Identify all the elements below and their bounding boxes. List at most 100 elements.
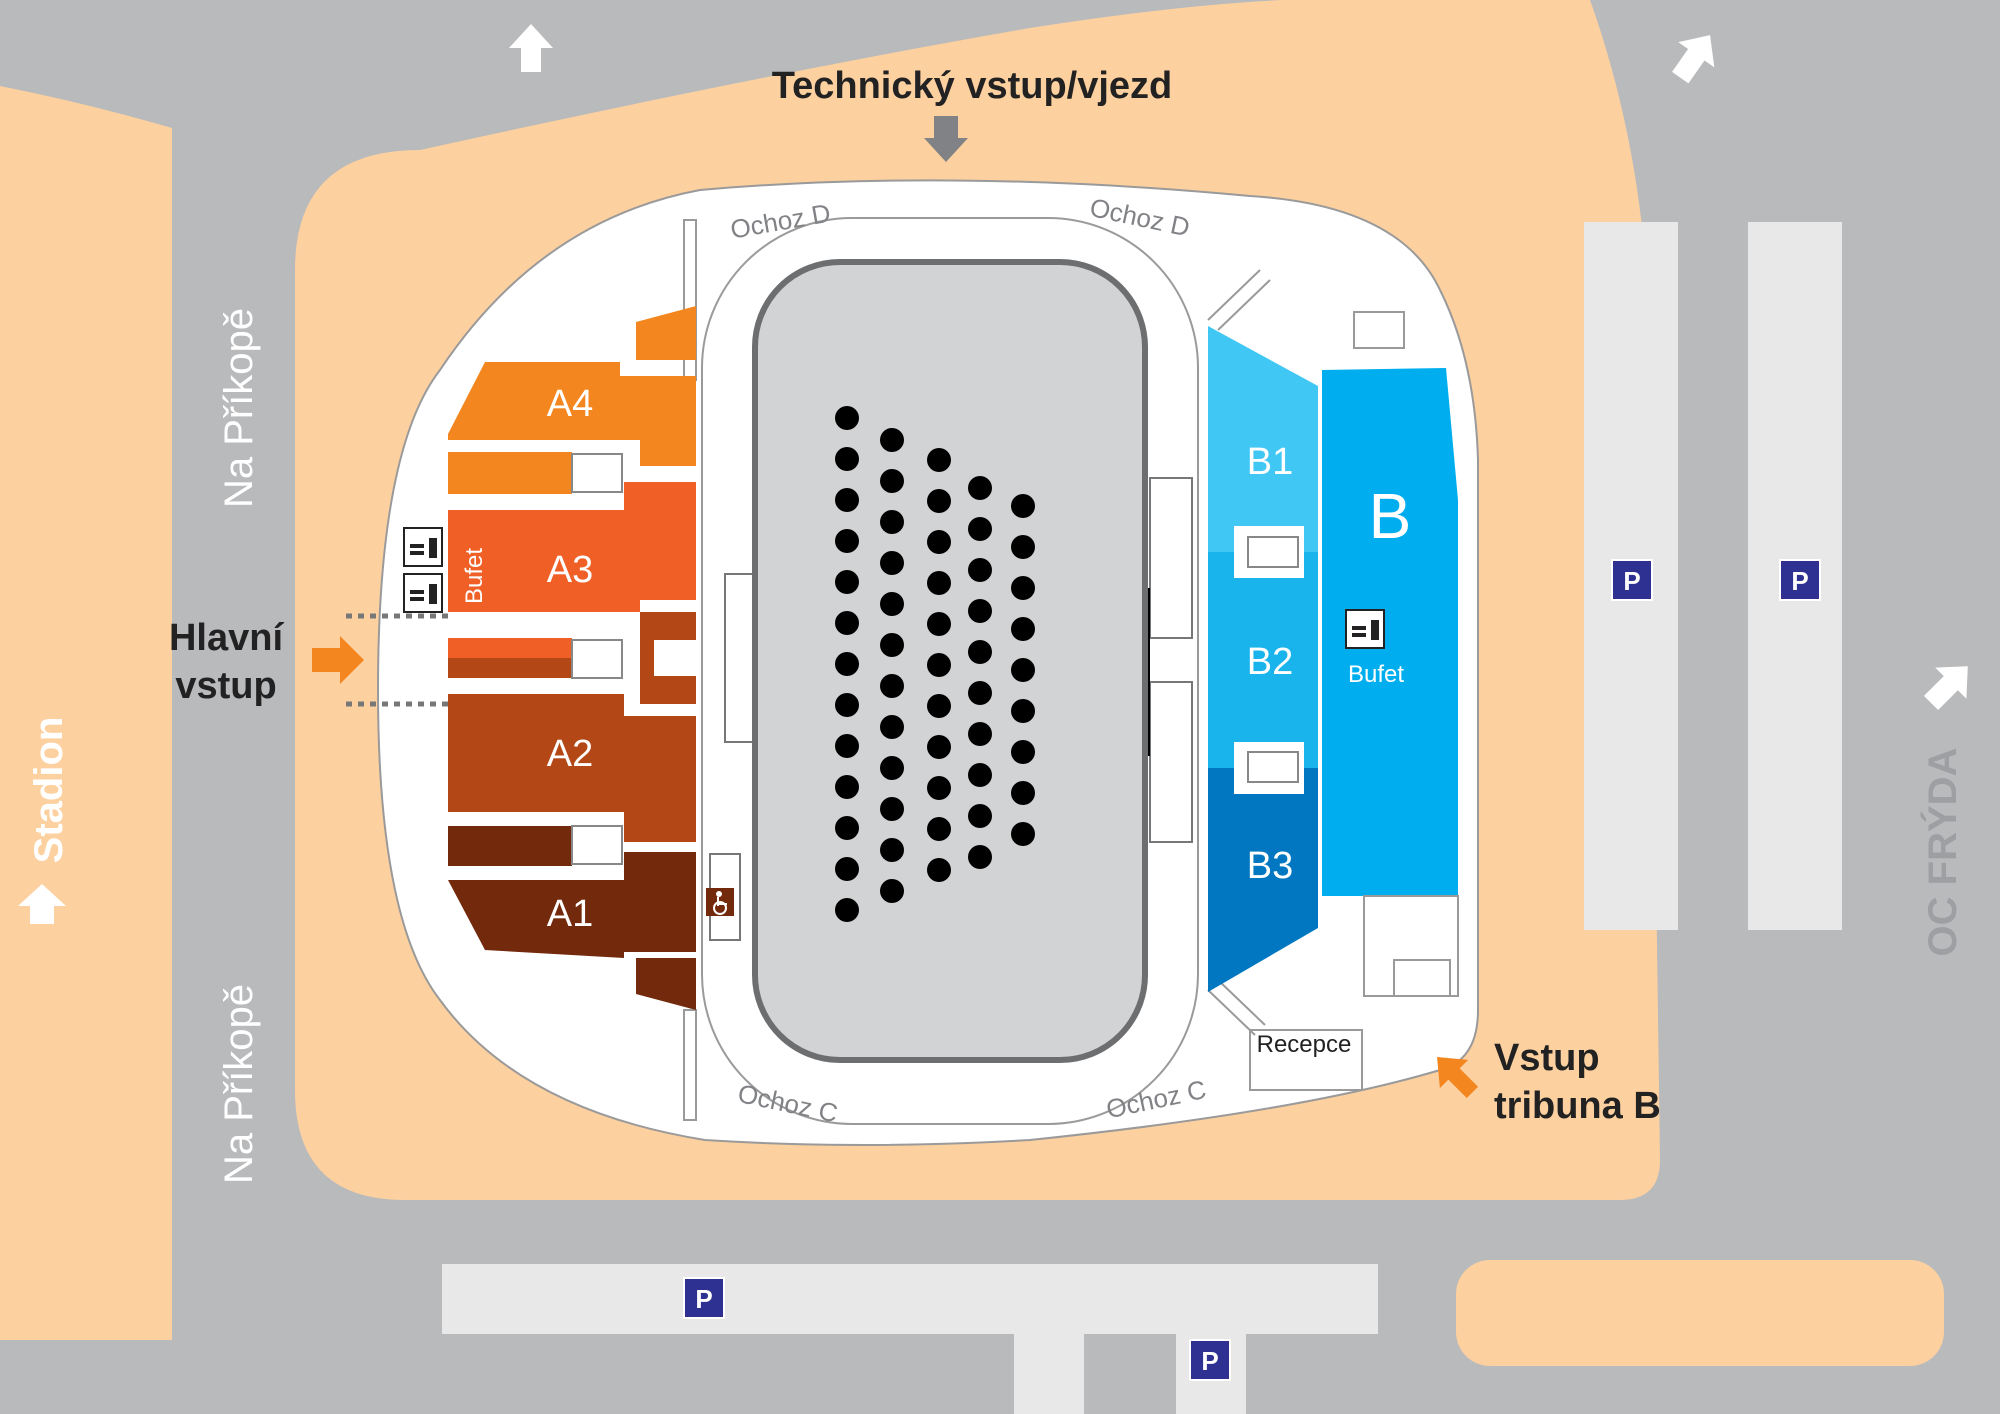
seat-dot <box>835 775 859 799</box>
seat-dot <box>927 858 951 882</box>
seat-dot <box>968 763 992 787</box>
seat-dot <box>880 838 904 862</box>
section-a3[interactable] <box>448 482 696 612</box>
parking-icon: P <box>1779 559 1821 601</box>
parking-label: P <box>695 1284 712 1314</box>
seat-dot <box>835 406 859 430</box>
seat-dot <box>927 612 951 636</box>
seat-dot <box>927 694 951 718</box>
seat-dot <box>968 681 992 705</box>
food-drink-icon <box>403 527 443 567</box>
section-label-a2: A2 <box>547 733 593 775</box>
seat-dot <box>927 489 951 513</box>
seat-dot <box>880 797 904 821</box>
rink-bench-right-2 <box>1149 681 1193 843</box>
technical-entrance-arrow-icon <box>924 116 968 162</box>
main-entrance-label: Hlavní <box>169 617 284 659</box>
parking-lot-bottom <box>442 1264 1378 1334</box>
seat-dot <box>835 734 859 758</box>
seat-dot <box>880 592 904 616</box>
stair-ne <box>1207 269 1261 321</box>
arrow-icon <box>1923 666 1968 711</box>
stair-box-b1 <box>1234 526 1304 578</box>
stair-box-a1 <box>571 825 623 865</box>
seat-dot <box>927 448 951 472</box>
section-a2[interactable] <box>448 694 696 842</box>
section-a1-bottom-ramp <box>636 958 696 1010</box>
seat-dot <box>1011 617 1035 641</box>
seat-dot <box>835 816 859 840</box>
section-b[interactable] <box>1322 368 1458 896</box>
ground-bottom-right <box>1456 1260 1944 1366</box>
parking-icon: P <box>683 1277 725 1319</box>
parking-icon: P <box>1611 559 1653 601</box>
seat-dot <box>927 735 951 759</box>
seat-dot <box>835 898 859 922</box>
section-a1-upper <box>448 826 572 866</box>
buffet-label-a: Bufet <box>461 548 488 604</box>
ground-left-strip <box>0 86 172 1340</box>
seat-dot <box>968 845 992 869</box>
stair-ne-2 <box>1217 279 1271 331</box>
section-b1[interactable] <box>1208 326 1318 552</box>
seat-dot <box>968 517 992 541</box>
seat-dot <box>880 715 904 739</box>
section-b3[interactable] <box>1208 768 1318 992</box>
seat-dot <box>968 640 992 664</box>
seat-dot <box>1011 494 1035 518</box>
section-a2-strip <box>448 658 572 678</box>
seat-dots <box>835 406 1035 922</box>
seat-dot <box>880 551 904 575</box>
seat-dot <box>880 633 904 657</box>
seat-dot <box>880 674 904 698</box>
stair-box-a3-right <box>654 640 696 676</box>
wheelchair-icon <box>706 888 734 916</box>
stair-box-a3 <box>571 639 623 679</box>
stair-box-a4 <box>571 453 623 493</box>
seat-dot <box>927 776 951 800</box>
rink-bench-right-1 <box>1149 477 1193 639</box>
seat-dot <box>880 428 904 452</box>
seat-dot <box>927 653 951 677</box>
seat-dot <box>835 529 859 553</box>
section-label-b1: B1 <box>1247 441 1293 483</box>
seat-dot <box>1011 576 1035 600</box>
section-b2[interactable] <box>1208 552 1318 768</box>
section-a4[interactable] <box>448 362 696 466</box>
seat-dot <box>880 510 904 534</box>
seat-dot <box>835 652 859 676</box>
seat-dot <box>835 611 859 635</box>
seat-dot <box>835 570 859 594</box>
stair-se <box>1207 989 1256 1036</box>
section-a4-top-ramp <box>636 306 696 360</box>
seat-dot <box>880 469 904 493</box>
stadion-label: Stadion <box>27 717 71 864</box>
room-ne-stairs <box>1353 311 1405 349</box>
seat-dot <box>835 693 859 717</box>
seat-dot <box>1011 822 1035 846</box>
parking-label: P <box>1201 1346 1218 1376</box>
technical-entrance-label: Technický vstup/vjezd <box>772 65 1173 107</box>
arrow-icon <box>509 24 553 72</box>
arrow-icon <box>18 884 66 924</box>
parking-label: P <box>1623 566 1640 596</box>
food-drink-icon <box>403 573 443 613</box>
main-entrance-arrow-icon <box>312 636 364 684</box>
parking-lot-bottom-stem-1 <box>1014 1334 1084 1414</box>
section-label-b3: B3 <box>1247 845 1293 887</box>
parking-label: P <box>1791 566 1808 596</box>
stair-box-b1-inner <box>1247 536 1299 568</box>
room-reception <box>1249 1029 1363 1091</box>
seat-dot <box>968 558 992 582</box>
room-se-2 <box>1393 959 1451 997</box>
seat-dot <box>927 571 951 595</box>
seat-dot <box>968 476 992 500</box>
parking-icon: P <box>1189 1339 1231 1381</box>
entrance-b-label: Vstup <box>1494 1037 1600 1079</box>
street-label-top: Na Příkopě <box>217 308 261 508</box>
section-a1[interactable] <box>448 852 696 958</box>
buffet-label-b: Bufet <box>1348 661 1404 688</box>
seat-dot <box>968 722 992 746</box>
stair-box-b2-inner <box>1247 751 1299 783</box>
seat-dot <box>1011 535 1035 559</box>
